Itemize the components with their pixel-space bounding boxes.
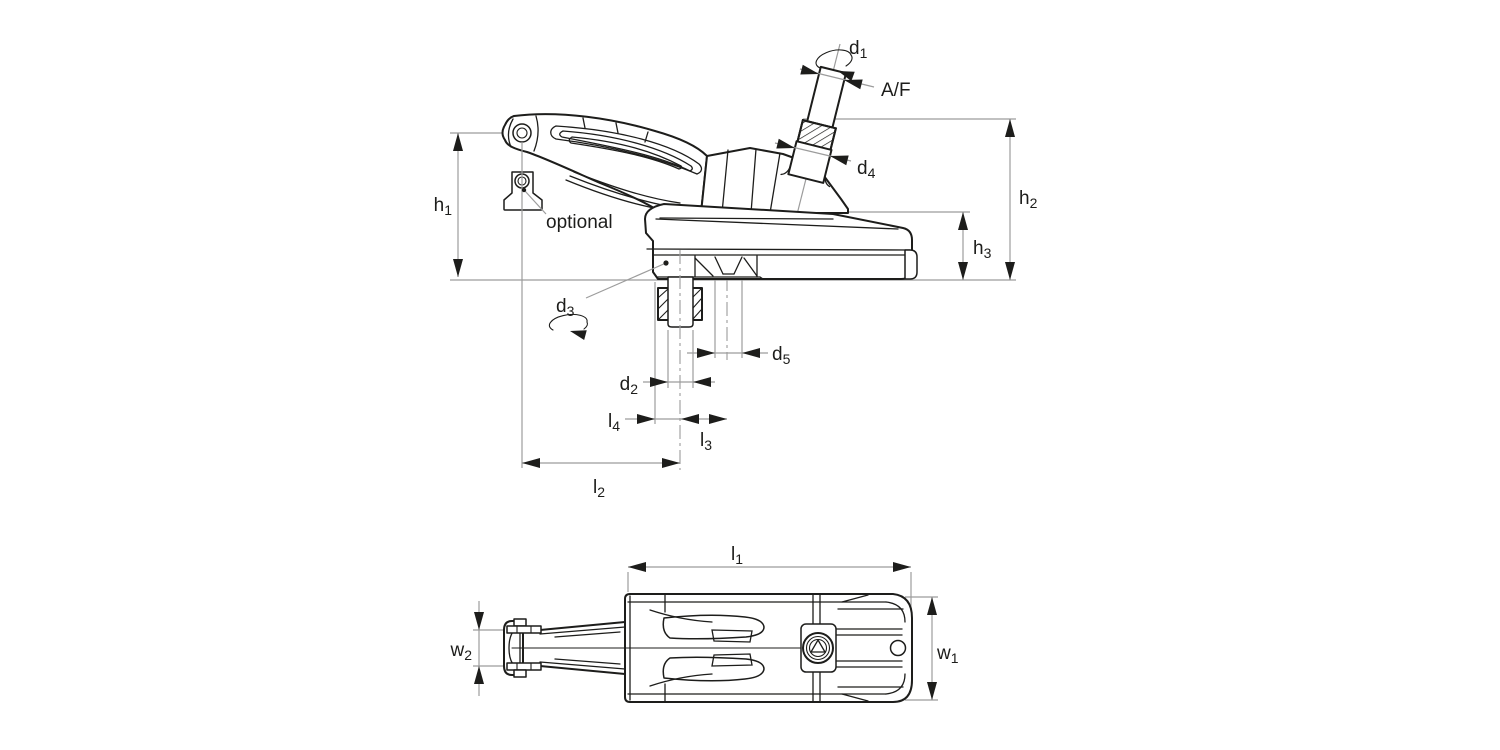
label-l3: l3 bbox=[700, 430, 712, 453]
fork-slot-top bbox=[662, 614, 765, 640]
dim-l1: l1 bbox=[628, 544, 911, 572]
spindle bbox=[780, 65, 847, 188]
clamp-base-bar bbox=[644, 203, 913, 280]
spindle-top-circle bbox=[802, 632, 834, 664]
clamp-body-plan bbox=[511, 593, 913, 703]
label-d4: d4 bbox=[857, 158, 876, 181]
label-d3: d3 bbox=[556, 296, 575, 319]
label-d1: d1 bbox=[849, 38, 868, 61]
dim-l2: l2 bbox=[522, 458, 680, 500]
label-h1: h1 bbox=[434, 195, 453, 218]
top-view: l1 w2 w1 bbox=[449, 544, 959, 703]
dim-w1: w1 bbox=[927, 597, 959, 700]
dim-h1: h1 bbox=[434, 133, 463, 277]
dim-d1: d1 bbox=[815, 38, 868, 82]
dim-h2: h2 bbox=[1005, 119, 1038, 280]
dim-d4: d4 bbox=[774, 138, 876, 181]
label-w1: w1 bbox=[936, 643, 959, 666]
side-view: h1 h2 h3 d1 A/F d bbox=[434, 38, 1038, 500]
label-l1: l1 bbox=[731, 544, 743, 567]
dim-h3: h3 bbox=[958, 212, 992, 280]
bar-end-tab bbox=[904, 249, 918, 280]
pivot-bolt-top bbox=[506, 618, 542, 634]
label-l4: l4 bbox=[608, 411, 620, 434]
dim-d2: d2 bbox=[620, 374, 715, 397]
label-h3: h3 bbox=[973, 238, 992, 261]
spindle-socket bbox=[809, 638, 827, 653]
dim-af: A/F bbox=[799, 64, 911, 101]
dim-d5: d5 bbox=[687, 344, 791, 367]
body-hole bbox=[889, 639, 907, 657]
label-l2: l2 bbox=[593, 477, 605, 500]
dim-d3: d3 bbox=[548, 260, 669, 340]
label-h2: h2 bbox=[1019, 188, 1038, 211]
pivot-bolt-bottom bbox=[506, 662, 542, 678]
label-optional-group: optional bbox=[521, 187, 613, 233]
label-optional: optional bbox=[546, 212, 613, 233]
label-d5: d5 bbox=[772, 344, 791, 367]
dim-l4-l3: l4 l3 bbox=[608, 411, 727, 453]
handle-pivot-hole bbox=[512, 123, 532, 143]
fork-slot-bottom bbox=[662, 656, 765, 682]
label-af: A/F bbox=[881, 80, 911, 101]
label-w2: w2 bbox=[449, 640, 472, 663]
label-d2: d2 bbox=[620, 374, 639, 397]
dim-w2: w2 bbox=[449, 601, 484, 696]
